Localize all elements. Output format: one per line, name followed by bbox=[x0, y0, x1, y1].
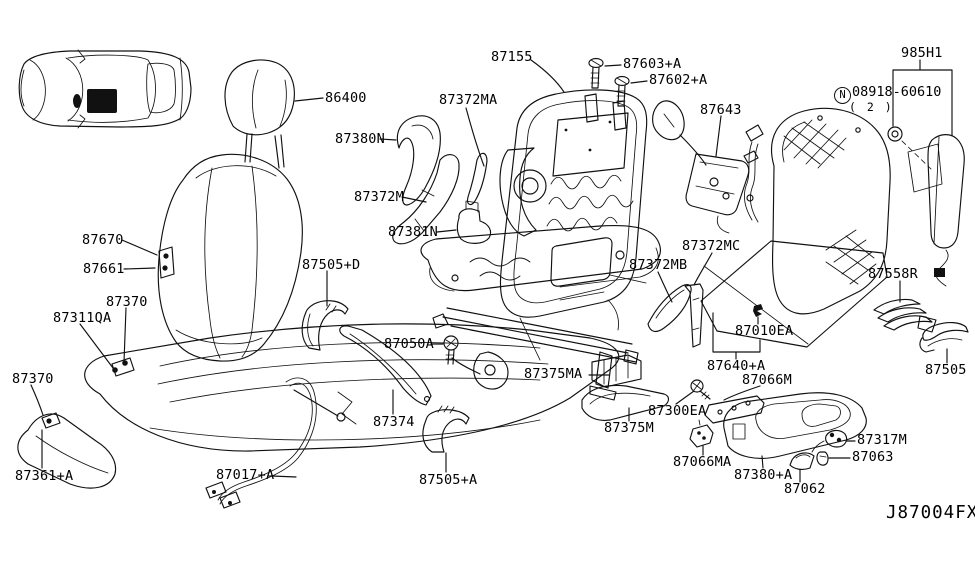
side-airbag-985H1 bbox=[887, 126, 965, 287]
label-86400: 86400 bbox=[325, 90, 367, 106]
bolt-87603A bbox=[588, 57, 604, 89]
nut-quantity: ( 2 ) bbox=[849, 100, 894, 114]
label-87010EA: 87010EA bbox=[735, 323, 794, 339]
headrest-86400 bbox=[224, 59, 295, 169]
label-87066M: 87066M bbox=[742, 372, 792, 388]
label-87380A: 87380+A bbox=[734, 467, 793, 483]
switch-87066MA bbox=[689, 419, 714, 448]
label-87017A: 87017+A bbox=[216, 467, 275, 483]
label-87381N: 87381N bbox=[388, 224, 438, 240]
bolt-87602A bbox=[614, 75, 630, 107]
bracket-87558R bbox=[873, 298, 937, 333]
label-87505D: 87505+D bbox=[302, 257, 361, 273]
bracket-87066M bbox=[704, 395, 765, 424]
diagram-code: J87004FX bbox=[886, 503, 975, 523]
label-87505-right: 87505 bbox=[925, 362, 967, 378]
label-87372MA: 87372MA bbox=[439, 92, 498, 108]
label-87370-pad: 87370 bbox=[12, 371, 54, 387]
car-top-view bbox=[18, 49, 192, 129]
wire-frame-87017A bbox=[205, 377, 357, 509]
finisher-87505D bbox=[301, 300, 349, 351]
finisher-87505A bbox=[422, 405, 470, 453]
label-87370-cushion: 87370 bbox=[106, 294, 148, 310]
nut-part-number: 08918-60610 bbox=[852, 84, 942, 100]
seatback-cover-left bbox=[157, 153, 303, 362]
pad-87375MA bbox=[591, 354, 642, 388]
trim-strip-87374 bbox=[339, 325, 432, 406]
trim-87372M bbox=[392, 154, 460, 245]
label-87602A: 87602+A bbox=[649, 72, 708, 88]
label-87050A: 87050A bbox=[384, 336, 434, 352]
trim-87372MA bbox=[466, 152, 488, 206]
wiring-harness bbox=[743, 124, 764, 223]
circled-n-icon: N bbox=[834, 87, 851, 104]
label-87643: 87643 bbox=[700, 102, 742, 118]
label-87670: 87670 bbox=[82, 232, 124, 248]
side-shield-87380A bbox=[723, 392, 867, 459]
label-985H1: 985H1 bbox=[901, 45, 943, 61]
label-87640A: 87640+A bbox=[707, 358, 766, 374]
bolt-87300EA bbox=[690, 379, 711, 400]
cushion-pad-87361A bbox=[17, 412, 117, 489]
label-87155: 87155 bbox=[491, 49, 533, 65]
label-87603A: 87603+A bbox=[623, 56, 682, 72]
cushion-frame bbox=[420, 225, 661, 401]
trim-87372MB-87372MC bbox=[647, 283, 704, 348]
label-87374: 87374 bbox=[373, 414, 415, 430]
cap-87381N bbox=[456, 200, 492, 244]
label-87311QA: 87311QA bbox=[53, 310, 112, 326]
label-87062: 87062 bbox=[784, 481, 826, 497]
label-87380N: 87380N bbox=[335, 131, 385, 147]
label-87375M: 87375M bbox=[604, 420, 654, 436]
rail-trim-87375M bbox=[581, 384, 670, 421]
label-87505A: 87505+A bbox=[419, 472, 478, 488]
leader-lines bbox=[30, 59, 953, 483]
pin-87063 bbox=[816, 451, 829, 466]
label-87361A: 87361+A bbox=[15, 468, 74, 484]
lever-87317M bbox=[811, 429, 848, 453]
label-87375MA: 87375MA bbox=[524, 366, 583, 382]
label-87372M: 87372M bbox=[354, 189, 404, 205]
seatback-pad-87640A bbox=[700, 107, 891, 348]
label-87063: 87063 bbox=[852, 449, 894, 465]
bolt-87050A bbox=[443, 335, 459, 365]
label-87066MA: 87066MA bbox=[673, 454, 732, 470]
seatback-frame-87155 bbox=[499, 89, 648, 331]
trim-87505-right bbox=[919, 321, 969, 353]
label-87317M: 87317M bbox=[857, 432, 907, 448]
clip-87010EA bbox=[753, 304, 763, 317]
label-87558R: 87558R bbox=[868, 266, 918, 282]
label-87661: 87661 bbox=[83, 261, 125, 277]
lumbar-unit-87643 bbox=[652, 100, 750, 234]
label-87300EA: 87300EA bbox=[648, 403, 707, 419]
label-87372MC: 87372MC bbox=[682, 238, 741, 254]
label-87372MB: 87372MB bbox=[629, 257, 688, 273]
cap-87062 bbox=[789, 452, 815, 470]
